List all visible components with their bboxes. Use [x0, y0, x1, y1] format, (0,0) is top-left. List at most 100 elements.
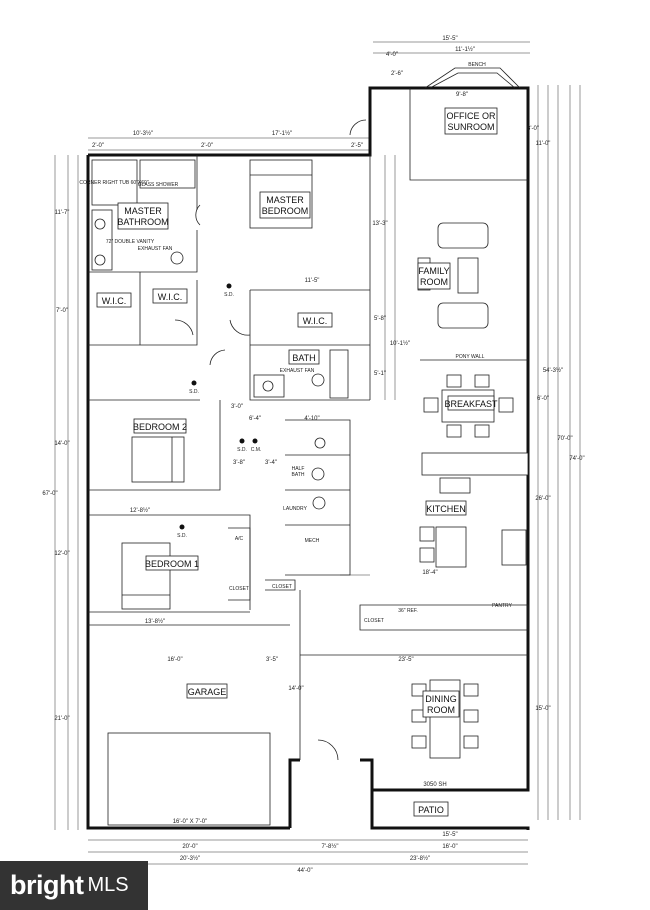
- interior-walls: [88, 88, 529, 760]
- note-exhaust-fan-1: EXHAUST FAN: [138, 246, 173, 252]
- watermark-brand: bright: [10, 870, 84, 900]
- note-pony-wall: PONY WALL: [456, 354, 485, 360]
- room-family-2: ROOM: [420, 277, 448, 287]
- room-master-bathroom-1: MASTER: [124, 206, 162, 216]
- dim-top-office-inner: 11'-1½": [455, 46, 475, 53]
- room-mech: MECH: [305, 538, 320, 544]
- note-corner-tub: CORNER RIGHT TUB 60"X60": [79, 180, 148, 186]
- note-exhaust-fan-2: EXHAUST FAN: [280, 368, 315, 374]
- dim-mid-10-1: 10'-1½": [390, 340, 410, 347]
- room-office-1: OFFICE OR: [447, 111, 496, 121]
- room-closet-2: CLOSET: [272, 584, 292, 590]
- dim-gar-14-0: 14'-0": [288, 686, 303, 692]
- tub-bath: [329, 349, 349, 399]
- dim-hall-3-4: 3'-4": [265, 460, 277, 466]
- corner-tub: [91, 159, 138, 206]
- note-glass-shower: GLASS SHOWER: [138, 182, 179, 188]
- note-double-vanity: 72" DOUBLE VANITY: [106, 239, 155, 245]
- dim-left-14-0: 14'-0": [54, 441, 69, 447]
- dim-office-inner: 9'-8": [456, 92, 468, 98]
- sofa-top: [437, 222, 489, 249]
- dim-bottom-44-0: 44'-0": [297, 868, 312, 874]
- dim-top-master: 17'-1½": [272, 130, 292, 137]
- dim-hall-3-8: 3'-8": [233, 460, 245, 466]
- sink: [439, 477, 471, 494]
- dim-bottom-20-3: 20'-3½": [180, 855, 200, 862]
- room-wic-3: W.I.C.: [303, 316, 328, 326]
- room-office-2: SUNROOM: [448, 122, 495, 132]
- dim-hall-4-10: 4'-10": [304, 416, 319, 422]
- dim-hall-6-4: 6'-4": [249, 416, 261, 422]
- dim-top-4-0: 4'-0": [386, 52, 398, 58]
- room-wic-1: W.I.C.: [102, 296, 127, 306]
- dim-left-7-0: 7'-0": [56, 308, 68, 314]
- dim-kitchen-18-4: 18'-4": [422, 570, 437, 576]
- note-cm: C.M.: [251, 447, 262, 453]
- room-dining-1: DINING: [425, 694, 457, 704]
- dim-garage-door: 16'-0" X 7'-0": [173, 819, 208, 825]
- room-half-bath-2: BATH: [292, 472, 305, 478]
- toilet-master: [170, 251, 184, 265]
- dim-bottom-15-5: 15'-5": [442, 832, 457, 838]
- bed-bedroom-2: [131, 436, 185, 483]
- note-ref: 36" REF.: [398, 608, 418, 614]
- dim-bottom-20-0: 20'-0": [182, 844, 197, 850]
- room-patio: PATIO: [418, 805, 444, 815]
- room-half-bath-1: HALF: [292, 466, 305, 472]
- room-family-1: FAMILY: [418, 266, 449, 276]
- dim-windows: 3050 SH: [423, 782, 446, 788]
- garage-door: [107, 732, 271, 826]
- glass-shower: [139, 159, 196, 189]
- kitchen-counter: [421, 452, 529, 476]
- dim-mid-13-3: 13'-3": [372, 221, 387, 227]
- dim-top-2-0: 2'-0": [92, 143, 104, 149]
- note-bench: BENCH: [468, 62, 486, 68]
- dim-left-12-0: 12'-0": [54, 551, 69, 557]
- brightmls-watermark: bright MLS: [0, 861, 148, 910]
- room-pantry: PANTRY: [492, 603, 512, 609]
- room-master-bedroom-2: BEDROOM: [262, 206, 309, 216]
- dim-right-74-0: 74'-0": [569, 456, 584, 462]
- dim-bottom-7-8: 7'-8½": [322, 843, 339, 850]
- range: [501, 529, 527, 566]
- dim-dining-inner: 23'-5": [398, 657, 413, 663]
- dim-right-8-0: 8'-0": [527, 126, 539, 132]
- coffee-table: [457, 257, 479, 294]
- fixture-notes: CORNER RIGHT TUB 60"X60" GLASS SHOWER 72…: [79, 62, 486, 614]
- dim-bottom-23-8: 23'-8½": [410, 855, 430, 862]
- room-ac: A/C: [235, 536, 244, 542]
- dim-garage-3-5: 3'-5": [266, 657, 278, 663]
- label-box-master-bed: [259, 191, 311, 219]
- room-bedroom-1: BEDROOM 1: [145, 559, 199, 569]
- label-box-master-bath: [117, 202, 169, 230]
- room-labels: MASTER BATHROOM MASTER BEDROOM W.I.C. W.…: [96, 107, 513, 817]
- dim-garage-inner: 16'-0": [167, 657, 182, 663]
- dim-bedroom1-width: 13'-8½": [145, 618, 165, 625]
- dim-top-2-6: 2'-6": [391, 71, 403, 77]
- dim-right-11-0: 11'-0": [536, 141, 551, 147]
- watermark-suffix: MLS: [87, 874, 129, 896]
- exterior-walls: [86, 86, 530, 830]
- dim-right-6-0: 6'-0": [537, 396, 549, 402]
- room-closet-1: CLOSET: [229, 586, 249, 592]
- dimension-labels: 15'-5" 11'-1½" 4'-0" 2'-6" 9'-8" 10'-3½"…: [42, 36, 584, 874]
- room-bath: BATH: [292, 353, 315, 363]
- dim-bedroom2-width: 12'-8½": [130, 507, 150, 514]
- dim-mid-5-1: 5'-1": [374, 371, 386, 377]
- dim-master-inner: 11'-5": [305, 278, 320, 284]
- note-sd-4: S.D.: [177, 533, 187, 539]
- note-sd-1: S.D.: [224, 292, 234, 298]
- room-wic-2: W.I.C.: [158, 292, 183, 302]
- dim-hall-3-0: 3'-0": [231, 404, 243, 410]
- dim-bottom-16-0: 16'-0": [442, 844, 457, 850]
- room-master-bathroom-2: BATHROOM: [117, 217, 168, 227]
- bed-bedroom-1: [121, 542, 171, 610]
- kitchen-island: [435, 526, 467, 568]
- dim-right-15-0: 15'-0": [535, 706, 550, 712]
- room-master-bedroom-1: MASTER: [266, 195, 304, 205]
- dim-mid-5-8: 5'-8": [374, 316, 386, 322]
- dim-right-70-0: 70'-0": [557, 436, 572, 442]
- dimension-lines: [54, 41, 581, 865]
- dim-right-26-0: 26'-0": [535, 496, 550, 502]
